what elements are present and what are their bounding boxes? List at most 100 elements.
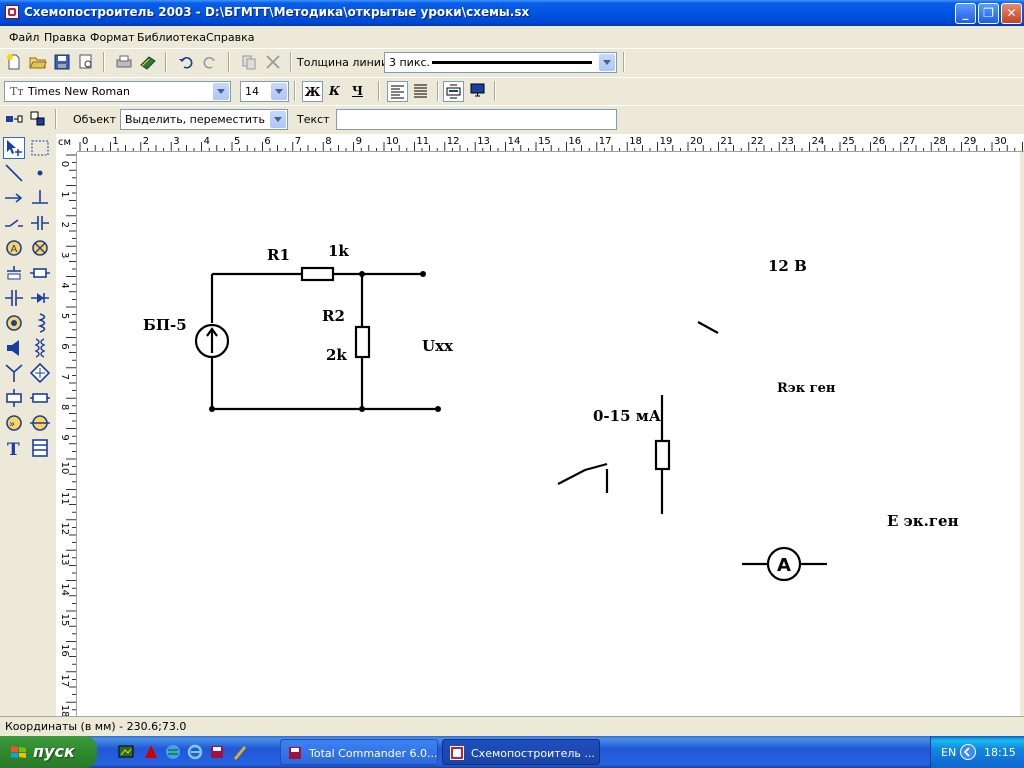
object-toolbar: Объект Выделить, переместить Текст — [0, 105, 1024, 134]
app-icon[interactable] — [5, 5, 19, 19]
ruler-tick-label: 6 — [264, 136, 270, 147]
battery-tool-icon[interactable] — [3, 262, 25, 284]
show-hidden-icons-icon[interactable] — [960, 744, 976, 760]
arrow-tool-icon[interactable] — [3, 187, 25, 209]
point-tool-icon[interactable] — [29, 162, 51, 184]
new-file-icon[interactable] — [5, 53, 23, 71]
ruler-tick-label: 30 — [994, 136, 1007, 147]
text-tool-icon[interactable]: T — [3, 437, 25, 459]
browser-globe-icon[interactable] — [165, 744, 181, 760]
menu-format[interactable]: Формат — [90, 31, 135, 44]
menu-library[interactable]: Библиотека — [137, 31, 206, 44]
menu-file[interactable]: Файл — [9, 31, 40, 44]
save-icon[interactable] — [53, 53, 71, 71]
align-left-button[interactable] — [387, 81, 408, 102]
ammeter-tool-icon[interactable]: A — [3, 237, 25, 259]
fuse-tool-icon[interactable] — [3, 387, 25, 409]
winamp-icon[interactable] — [232, 744, 248, 760]
text-input[interactable] — [336, 109, 617, 130]
table-tool-icon[interactable] — [29, 437, 51, 459]
transformer-tool-icon[interactable] — [29, 337, 51, 359]
start-button[interactable]: пуск — [0, 736, 97, 768]
font-size-select[interactable]: 14 — [240, 81, 289, 102]
italic-button[interactable]: К — [329, 84, 340, 98]
drawing-canvas[interactable]: A R1 1k R2 2k БП-5 Uxx 12 В Rэк ген 0-15… — [77, 152, 1020, 716]
vertical-scrollbar[interactable] — [1020, 152, 1024, 716]
task-label: Total Commander 6.0... — [309, 747, 438, 760]
ruler-tick-label: 2 — [59, 222, 70, 228]
clock: 18:15 — [984, 746, 1016, 759]
internet-explorer-icon[interactable] — [187, 744, 203, 760]
menu-help[interactable]: Справка — [206, 31, 255, 44]
ruler-tick-label: 9 — [356, 136, 362, 147]
show-desktop-icon[interactable] — [118, 744, 134, 760]
undo-icon[interactable] — [177, 53, 195, 71]
acrobat-icon[interactable] — [143, 744, 159, 760]
maximize-button[interactable]: ❐ — [978, 3, 999, 24]
task-schemebuilder[interactable]: Схемопостроитель ... — [442, 739, 600, 765]
standard-toolbar: Толщина линии 3 пикс. — [0, 48, 1024, 75]
align-justify-icon — [414, 84, 427, 98]
font-select[interactable]: Tт Times New Roman — [4, 81, 231, 102]
antenna-tool-icon[interactable] — [3, 362, 25, 384]
menu-edit[interactable]: Правка — [44, 31, 86, 44]
ruler-tick-label: 0 — [59, 161, 70, 167]
redo-icon[interactable] — [201, 53, 219, 71]
diode-tool-icon[interactable] — [29, 287, 51, 309]
align-justify-button[interactable] — [410, 81, 431, 102]
underline-button[interactable]: Ч — [352, 84, 363, 98]
line-width-preview — [432, 61, 592, 64]
line-width-select[interactable]: 3 пикс. — [384, 52, 617, 73]
motor-tool-icon[interactable] — [3, 312, 25, 334]
ruler-tick-label: 5 — [59, 313, 70, 319]
ruler-tick-label: 18 — [629, 136, 642, 147]
chevron-down-icon[interactable] — [213, 83, 229, 100]
text-frame-button[interactable] — [443, 81, 464, 102]
object-mode-value: Выделить, переместить — [125, 113, 265, 126]
line-width-label: Толщина линии — [297, 56, 389, 69]
speaker-tool-icon[interactable] — [3, 337, 25, 359]
line-tool-icon[interactable] — [3, 162, 25, 184]
task-total-commander[interactable]: Total Commander 6.0... — [280, 739, 438, 765]
close-button[interactable]: ✕ — [1001, 3, 1022, 24]
chevron-down-icon[interactable] — [270, 111, 286, 128]
resistor-element — [654, 439, 671, 471]
svg-text:»: » — [9, 419, 15, 430]
rheostat-tool-icon[interactable] — [29, 387, 51, 409]
copy-icon[interactable] — [240, 53, 258, 71]
total-commander-icon[interactable] — [209, 744, 225, 760]
delete-icon[interactable] — [264, 53, 282, 71]
chevron-down-icon[interactable] — [271, 83, 287, 100]
bridge-tool-icon[interactable] — [29, 362, 51, 384]
open-folder-icon[interactable] — [29, 53, 47, 71]
rect-select-tool[interactable] — [29, 137, 51, 159]
object-group-icon[interactable] — [29, 110, 47, 128]
coordinates-readout: Координаты (в мм) - 230.6;73.0 — [5, 720, 187, 733]
print-preview-icon[interactable] — [77, 53, 95, 71]
inductor-tool-icon[interactable] — [29, 312, 51, 334]
switch-tool-icon[interactable] — [3, 212, 25, 234]
resistor-tool-icon[interactable] — [29, 262, 51, 284]
monitor-icon — [470, 83, 485, 97]
ruler-tick-label: 14 — [508, 136, 521, 147]
terminal-dot — [435, 406, 441, 412]
select-move-tool[interactable] — [3, 137, 25, 159]
object-arrange-icon[interactable] — [5, 110, 23, 128]
object-mode-select[interactable]: Выделить, переместить — [120, 109, 288, 130]
capacitor-tool-icon[interactable] — [29, 212, 51, 234]
ruler-tick-label: 1 — [59, 191, 70, 197]
bold-button[interactable]: Ж — [302, 81, 323, 102]
monitor-button[interactable] — [467, 81, 488, 102]
ground-tool-icon[interactable] — [29, 187, 51, 209]
capacitor-vertical-tool-icon[interactable] — [3, 287, 25, 309]
label-eek: Е эк.ген — [887, 512, 959, 530]
generator-tool-icon[interactable]: » — [3, 412, 25, 434]
voltmeter-tool-icon[interactable] — [29, 412, 51, 434]
schematic: A — [194, 266, 827, 582]
language-indicator[interactable]: EN — [941, 746, 957, 759]
library-book-icon[interactable] — [139, 53, 157, 71]
minimize-button[interactable]: _ — [955, 3, 976, 24]
print-icon[interactable] — [115, 53, 133, 71]
lamp-tool-icon[interactable] — [29, 237, 51, 259]
chevron-down-icon[interactable] — [599, 54, 615, 71]
